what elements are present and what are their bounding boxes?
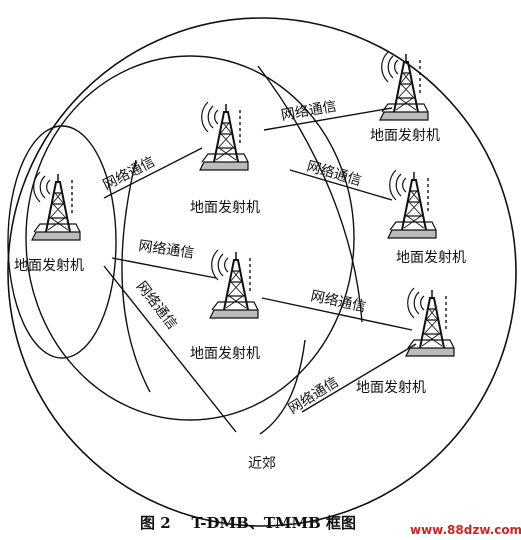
transmitter-label: 地面发射机 — [190, 200, 260, 216]
suburb-boundary-lower — [259, 339, 306, 435]
network-link-6 — [301, 343, 417, 413]
network-link-4 — [111, 257, 217, 279]
network-label: 网络通信 — [133, 279, 180, 333]
transmitter-label: 地面发射机 — [356, 380, 426, 396]
network-label: 网络通信 — [305, 158, 363, 189]
network-link-5 — [261, 297, 413, 331]
inner-coverage-ellipse — [7, 125, 117, 359]
suburb-boundary-left — [121, 159, 151, 393]
network-label: 网络通信 — [286, 374, 342, 417]
network-link-1 — [103, 147, 203, 199]
network-link-2 — [263, 107, 393, 131]
radio-tower-icon — [379, 51, 429, 121]
network-label: 网络通信 — [101, 154, 158, 194]
transmitter-label: 地面发射机 — [396, 250, 466, 266]
transmitter-label: 地面发射机 — [370, 128, 440, 144]
radio-tower-icon — [387, 169, 437, 239]
transmitter-label: 地面发射机 — [190, 346, 260, 362]
transmitter-label: 地面发射机 — [14, 258, 84, 274]
outer-coverage-circle — [7, 17, 517, 527]
network-link-3 — [289, 169, 393, 201]
figure-caption: 图 2 T-DMB、TMMB 框图 — [140, 514, 356, 532]
suburb-boundary-upper — [257, 65, 363, 323]
network-link-7 — [103, 265, 237, 433]
watermark: www.88dzw.com — [410, 523, 521, 537]
network-label: 网络通信 — [280, 98, 338, 123]
radio-tower-icon — [199, 101, 249, 171]
radio-tower-icon — [31, 171, 81, 241]
radio-tower-icon — [209, 249, 259, 319]
middle-coverage-ellipse — [25, 55, 355, 421]
network-label: 网络通信 — [137, 238, 195, 262]
suburb-label: 近郊 — [248, 455, 276, 472]
